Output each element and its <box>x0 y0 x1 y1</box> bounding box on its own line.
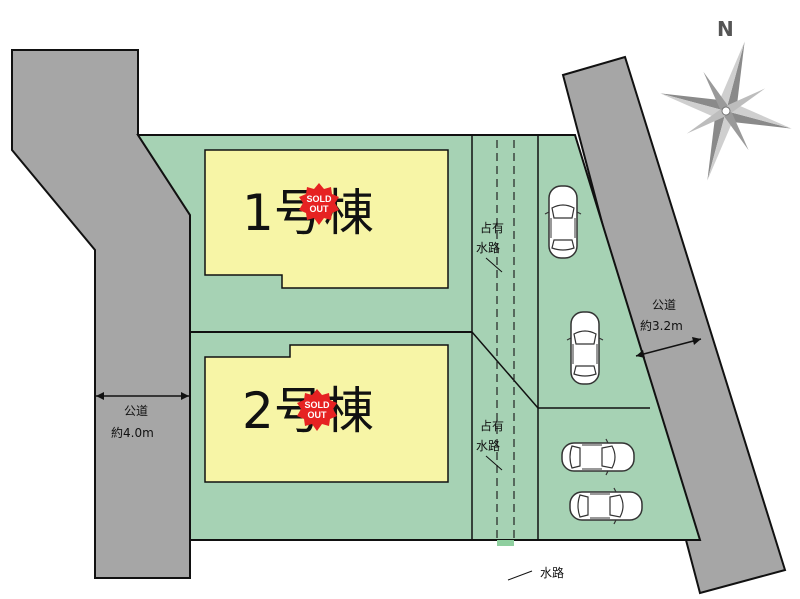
west-road-label-1: 公道 <box>124 404 148 418</box>
occupied-waterway-label-2b: 水路 <box>476 438 500 453</box>
sold-out-badge-2: SOLD OUT <box>297 389 337 431</box>
west-road-label-2: 約4.0m <box>111 425 154 440</box>
compass-north-label: N <box>717 17 734 41</box>
svg-text:SOLD: SOLD <box>304 400 330 410</box>
svg-text:OUT: OUT <box>308 410 328 420</box>
east-road-width-arrow <box>635 337 702 358</box>
svg-text:OUT: OUT <box>310 204 330 214</box>
waterway-marker <box>497 540 514 546</box>
parked-car-2 <box>566 311 604 385</box>
occupied-waterway-label-2a: 占有 <box>480 418 504 433</box>
occupied-waterway-label-1a: 占有 <box>480 220 504 235</box>
parked-car-1 <box>544 185 582 259</box>
east-road-label-2: 約3.2m <box>640 318 683 333</box>
building-1 <box>204 149 449 289</box>
west-road <box>11 49 191 579</box>
parked-car-3 <box>561 438 635 476</box>
sold-out-badge-1: SOLD OUT <box>299 183 339 225</box>
compass-rose-icon <box>660 41 792 181</box>
parked-car-4 <box>569 487 643 525</box>
waterway-label: 水路 <box>540 565 564 580</box>
occupied-waterway-label-1b: 水路 <box>476 240 500 255</box>
east-road-label-1: 公道 <box>652 298 676 312</box>
svg-text:SOLD: SOLD <box>306 194 332 204</box>
west-road-width-arrow <box>96 392 189 400</box>
occupied-waterway-lines <box>496 140 515 538</box>
